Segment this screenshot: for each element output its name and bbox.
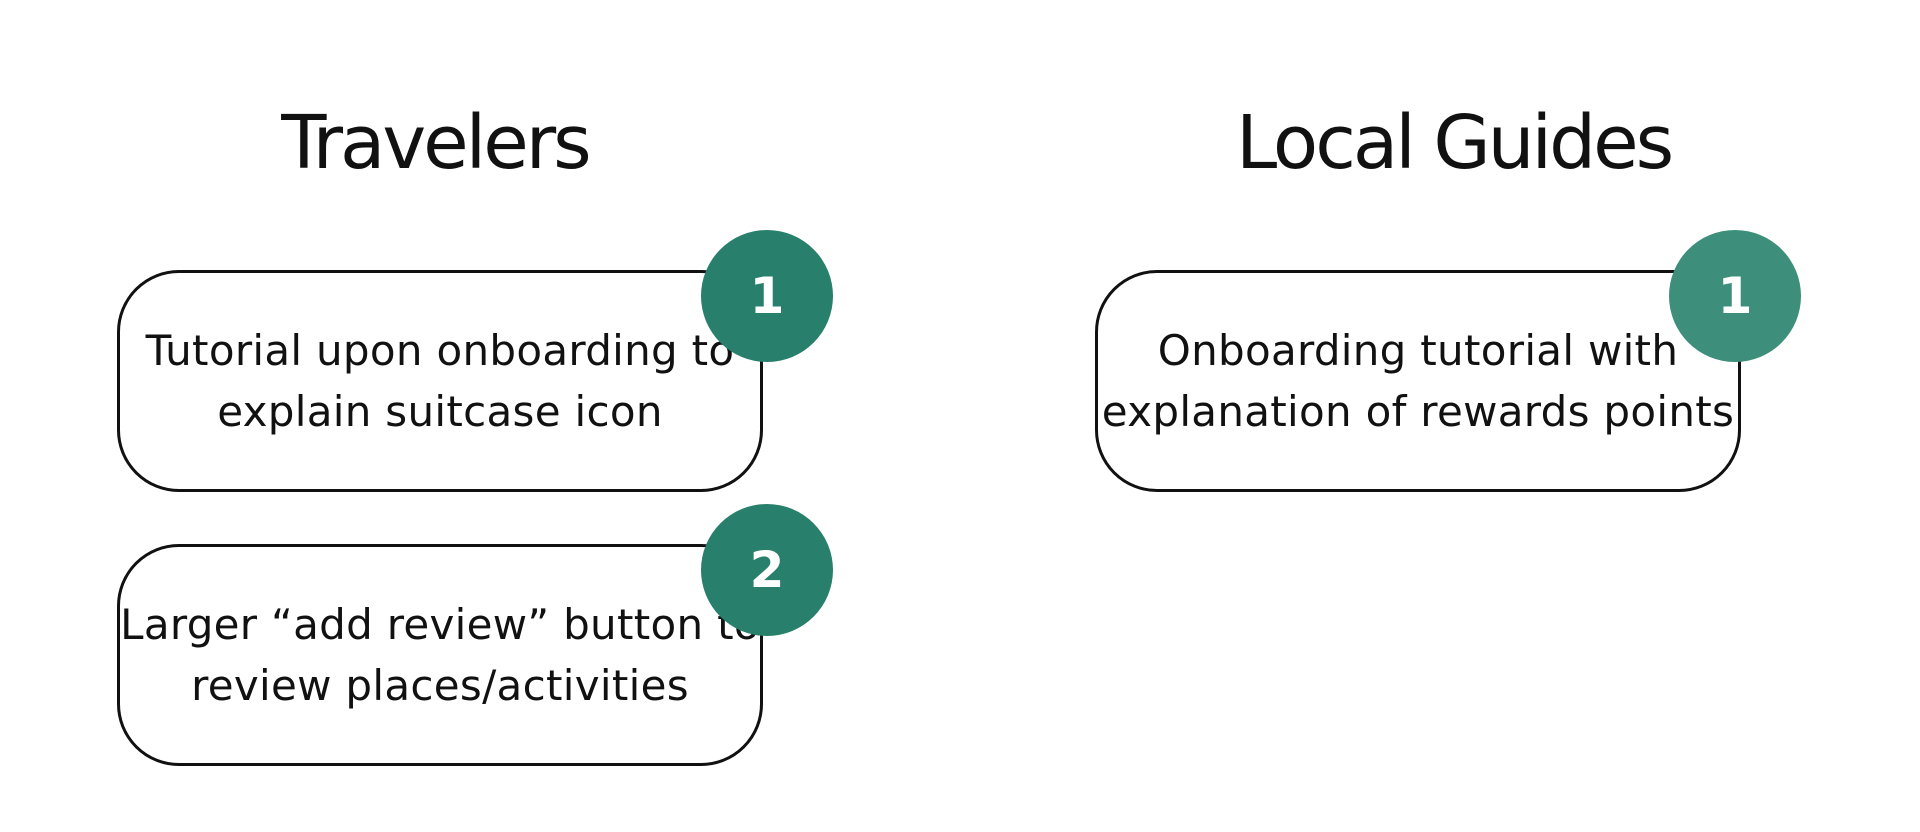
travelers-heading: Travelers xyxy=(281,100,591,186)
guide-card-1: Onboarding tutorial with explanation of … xyxy=(1095,270,1741,492)
traveler-badge-1: 1 xyxy=(701,230,833,362)
local-guides-heading: Local Guides xyxy=(1236,100,1674,186)
traveler-badge-2: 2 xyxy=(701,504,833,636)
traveler-card-1-text: Tutorial upon onboarding to explain suit… xyxy=(145,326,735,436)
guide-card-1-text: Onboarding tutorial with explanation of … xyxy=(1101,326,1735,436)
guide-badge-1: 1 xyxy=(1669,230,1801,362)
traveler-card-2-text: Larger “add review” button to review pla… xyxy=(120,600,760,710)
traveler-card-1: Tutorial upon onboarding to explain suit… xyxy=(117,270,763,492)
traveler-card-2: Larger “add review” button to review pla… xyxy=(117,544,763,766)
